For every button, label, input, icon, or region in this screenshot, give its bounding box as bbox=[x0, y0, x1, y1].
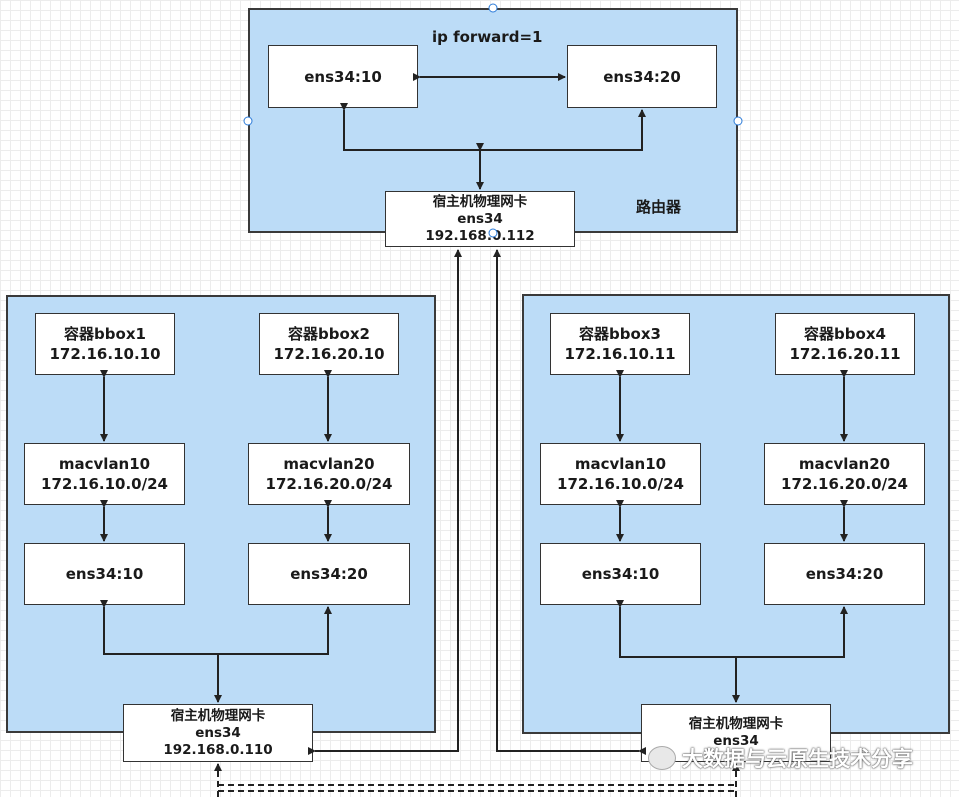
selection-handle-top[interactable] bbox=[488, 3, 498, 13]
right-uplink bbox=[493, 249, 646, 755]
left-host-nic[interactable]: 宿主机物理网卡 ens34 192.168.0.110 bbox=[123, 704, 313, 762]
left-bus bbox=[100, 600, 332, 655]
left-nic-line1: 宿主机物理网卡 bbox=[170, 707, 266, 724]
right-macvlan20[interactable]: macvlan20 172.16.20.0/24 bbox=[764, 443, 925, 505]
left-ens34-10[interactable]: ens34:10 bbox=[24, 543, 185, 605]
right-nic-line1: 宿主机物理网卡 bbox=[688, 716, 784, 732]
left-uplink bbox=[308, 249, 462, 755]
right-ens34-20[interactable]: ens34:20 bbox=[764, 543, 925, 605]
left-macvlan10-name: macvlan10 bbox=[58, 455, 151, 473]
router-label: 路由器 bbox=[636, 198, 682, 216]
router-title: ip forward=1 bbox=[432, 28, 543, 46]
watermark-text: 大数据与云原生技术分享 bbox=[682, 747, 913, 771]
right-bus bbox=[616, 600, 848, 658]
wechat-icon bbox=[648, 746, 676, 770]
left-nic-line2: ens34 bbox=[195, 724, 241, 741]
container-bbox1[interactable]: 容器bbox1 172.16.10.10 bbox=[35, 313, 175, 375]
container-bbox4[interactable]: 容器bbox4 172.16.20.11 bbox=[775, 313, 915, 375]
container-bbox1-name: 容器bbox1 bbox=[64, 325, 146, 343]
router-ens34-20-label: ens34:20 bbox=[603, 67, 681, 86]
selection-handle-right[interactable] bbox=[733, 116, 743, 126]
router-host-nic[interactable]: 宿主机物理网卡 ens34 192.168.0.112 bbox=[385, 191, 575, 247]
right-ens34-20-label: ens34:20 bbox=[805, 565, 884, 583]
left-nic-line3: 192.168.0.110 bbox=[163, 741, 273, 758]
router-nic-line2: ens34 bbox=[457, 210, 503, 227]
left-macvlan10-subnet: 172.16.10.0/24 bbox=[41, 475, 168, 493]
watermark: 大数据与云原生技术分享 bbox=[648, 743, 913, 773]
left-macvlan10[interactable]: macvlan10 172.16.10.0/24 bbox=[24, 443, 185, 505]
router-ens34-10-label: ens34:10 bbox=[304, 67, 382, 86]
router-nic-line1: 宿主机物理网卡 bbox=[432, 193, 528, 210]
left-ens34-10-label: ens34:10 bbox=[65, 565, 144, 583]
router-bus bbox=[340, 103, 646, 151]
right-macvlan20-subnet: 172.16.20.0/24 bbox=[781, 475, 908, 493]
right-nic-line2: ens34 bbox=[713, 733, 759, 749]
router-nic-line3: 192.168.0.112 bbox=[425, 227, 535, 244]
container-bbox4-ip: 172.16.20.11 bbox=[789, 345, 901, 363]
right-macvlan20-name: macvlan20 bbox=[798, 455, 891, 473]
selection-handle-bottom[interactable] bbox=[488, 228, 498, 238]
container-bbox4-name: 容器bbox4 bbox=[804, 325, 886, 343]
container-bbox1-ip: 172.16.10.10 bbox=[49, 345, 161, 363]
selection-handle-left[interactable] bbox=[243, 116, 253, 126]
